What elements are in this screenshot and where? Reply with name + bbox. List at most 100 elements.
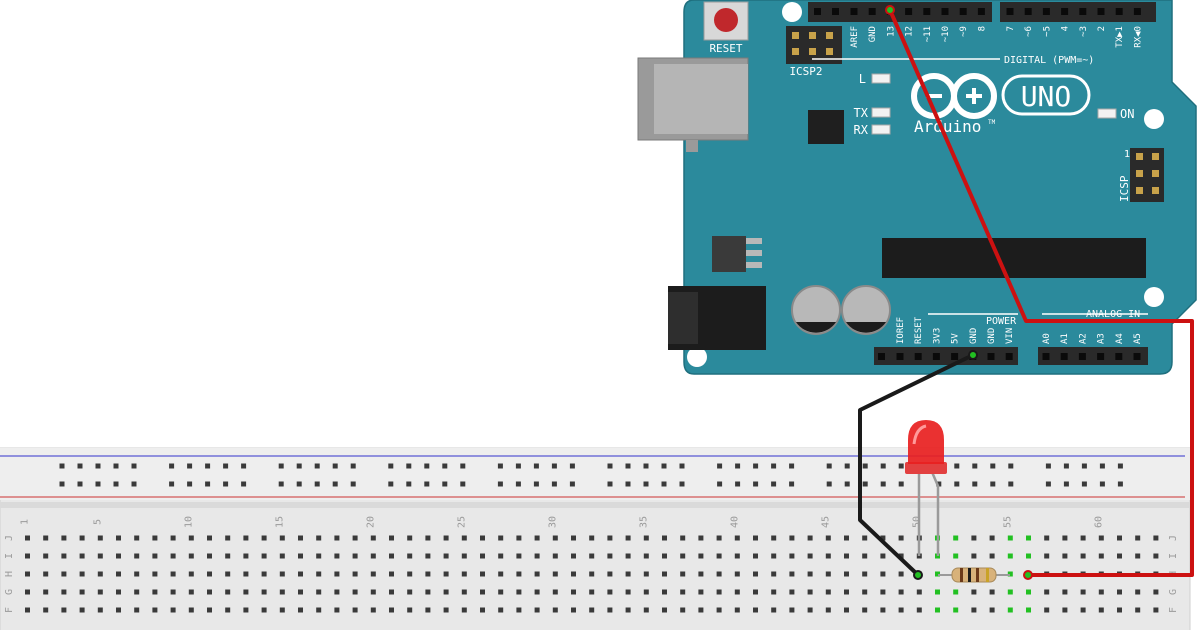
terminal-hole bbox=[825, 535, 831, 541]
row-letter: I bbox=[4, 553, 15, 559]
digital-header-right bbox=[1000, 2, 1156, 22]
power-pin-socket bbox=[878, 353, 885, 360]
terminal-hole bbox=[152, 571, 158, 577]
rail-hole bbox=[880, 481, 886, 487]
terminal-hole bbox=[480, 589, 485, 595]
terminal-hole bbox=[25, 571, 30, 577]
wire-end-pad bbox=[968, 350, 978, 360]
terminal-hole bbox=[589, 571, 595, 577]
terminal-hole bbox=[862, 553, 868, 559]
rail-hole bbox=[241, 481, 247, 487]
resistor bbox=[938, 567, 1010, 583]
rail-hole bbox=[515, 463, 521, 469]
terminal-hole bbox=[61, 535, 67, 541]
rail-hole bbox=[59, 481, 65, 487]
terminal-hole bbox=[261, 571, 267, 577]
voltage-regulator bbox=[712, 236, 746, 272]
power-pin-socket bbox=[951, 353, 959, 360]
rail-hole bbox=[350, 481, 356, 487]
terminal-hole bbox=[298, 571, 303, 577]
icsp-pin bbox=[1136, 187, 1143, 194]
terminal-hole bbox=[225, 553, 231, 559]
terminal-hole bbox=[188, 553, 194, 559]
capacitor-mark bbox=[846, 322, 886, 333]
terminal-hole bbox=[625, 589, 631, 595]
power-pin-socket bbox=[987, 353, 995, 360]
logo-minus bbox=[926, 94, 942, 98]
terminal-hole bbox=[935, 571, 940, 577]
rail-hole bbox=[679, 481, 685, 487]
terminal-hole bbox=[225, 589, 231, 595]
terminal-hole bbox=[680, 571, 686, 577]
terminal-hole bbox=[880, 553, 886, 559]
rail-hole bbox=[169, 463, 175, 469]
rail-hole bbox=[661, 481, 667, 487]
terminal-hole bbox=[25, 589, 30, 595]
terminal-hole bbox=[134, 589, 140, 595]
terminal-hole bbox=[643, 535, 649, 541]
terminal-hole bbox=[152, 589, 158, 595]
terminal-hole bbox=[807, 589, 813, 595]
terminal-hole bbox=[734, 571, 740, 577]
terminal-hole bbox=[571, 571, 576, 577]
column-number: 55 bbox=[1002, 516, 1013, 528]
terminal-hole bbox=[370, 589, 376, 595]
analog-pin-label: A2 bbox=[1078, 333, 1088, 344]
terminal-hole bbox=[716, 553, 722, 559]
terminal-hole bbox=[607, 607, 613, 613]
terminal-hole bbox=[862, 607, 868, 613]
terminal-hole bbox=[789, 571, 795, 577]
digital-pin-label: RX◀0 bbox=[1133, 26, 1143, 48]
digital-pin-label: ~6 bbox=[1024, 26, 1034, 37]
terminal-hole bbox=[516, 607, 522, 613]
terminal-hole bbox=[534, 589, 540, 595]
terminal-hole bbox=[443, 553, 449, 559]
led-rx-label: RX bbox=[854, 123, 869, 137]
power-pin-label: GND bbox=[987, 328, 997, 344]
terminal-hole bbox=[698, 607, 704, 613]
terminal-hole bbox=[807, 535, 813, 541]
terminal-hole bbox=[352, 553, 358, 559]
icsp-pin bbox=[1152, 187, 1159, 194]
terminal-hole bbox=[534, 553, 540, 559]
regulator-pin bbox=[746, 250, 762, 256]
terminal-hole bbox=[352, 589, 358, 595]
power-rail-holes bbox=[59, 463, 1123, 487]
rail-hole bbox=[954, 463, 960, 469]
terminal-hole bbox=[552, 535, 558, 541]
terminal-hole bbox=[134, 553, 140, 559]
rail-hole bbox=[661, 463, 667, 469]
rail-hole bbox=[643, 481, 649, 487]
terminal-hole bbox=[425, 607, 431, 613]
rail-hole bbox=[1117, 463, 1123, 469]
terminal-hole bbox=[370, 553, 376, 559]
digital-pin-socket bbox=[977, 8, 985, 15]
rail-hole bbox=[205, 463, 211, 469]
regulator-pin bbox=[746, 238, 762, 244]
terminal-hole bbox=[498, 589, 504, 595]
terminal-hole bbox=[461, 571, 467, 577]
terminal-hole bbox=[25, 553, 30, 559]
rail-hole bbox=[1008, 463, 1014, 469]
terminal-hole bbox=[498, 571, 504, 577]
terminal-hole bbox=[571, 535, 576, 541]
rail-hole bbox=[515, 481, 521, 487]
rail-hole bbox=[169, 481, 175, 487]
power-pin-label: RESET bbox=[914, 316, 924, 344]
mounting-hole bbox=[1144, 109, 1164, 129]
terminal-hole bbox=[643, 571, 649, 577]
icsp-pin1-label: 1 bbox=[1124, 149, 1130, 160]
terminal-hole bbox=[662, 607, 667, 613]
terminal-hole bbox=[1117, 553, 1122, 559]
column-number: 20 bbox=[365, 516, 376, 528]
arduino-logo: Arduino TM bbox=[911, 73, 997, 136]
digital-pin-socket bbox=[941, 8, 949, 15]
terminal-hole bbox=[1044, 535, 1050, 541]
terminal-hole bbox=[225, 571, 231, 577]
digital-pin-socket bbox=[1133, 8, 1141, 15]
red-wire-pin13 bbox=[888, 9, 1194, 577]
terminal-hole bbox=[170, 553, 176, 559]
rail-hole bbox=[972, 463, 978, 469]
digital-pin-socket bbox=[905, 8, 913, 15]
